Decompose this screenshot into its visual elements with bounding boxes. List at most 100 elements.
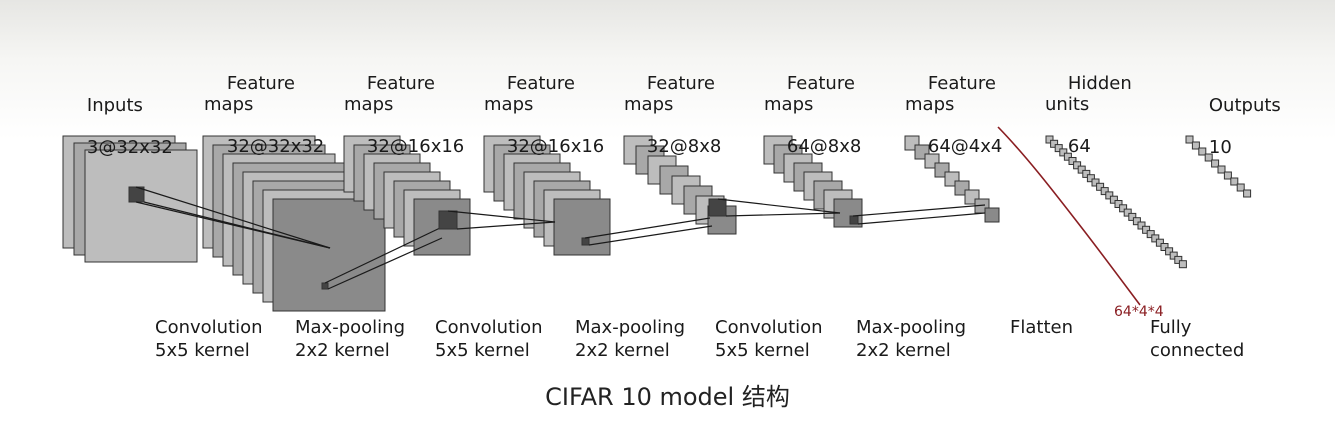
connector-line [852, 204, 986, 217]
connector-line [327, 237, 443, 290]
connector-line [135, 186, 331, 249]
hidden-unit [1146, 230, 1155, 239]
op-label-conv1: Convolution 5x5 kernel [155, 317, 263, 361]
kernel-window [849, 215, 859, 225]
hidden-unit [1091, 178, 1100, 187]
op-label-pool1: Max-pooling 2x2 kernel [295, 317, 405, 361]
hidden-unit [1123, 208, 1132, 217]
output-unit [1230, 177, 1239, 186]
layer-size: 3@32x32 [86, 137, 173, 158]
hidden-unit [1142, 225, 1151, 234]
layer-title: Feature maps [624, 73, 715, 115]
output-unit [1236, 183, 1245, 192]
output-unit [1204, 153, 1213, 162]
output-unit [1191, 141, 1200, 150]
hidden-unit [1169, 251, 1178, 260]
layer-size: 32@32x32 [226, 136, 325, 157]
receptive-field-connectors [128, 186, 986, 290]
stack-hidden-units [1045, 135, 1187, 269]
hidden-unit [1155, 238, 1164, 247]
feature-map [984, 207, 1000, 223]
stack-conv1 [202, 135, 386, 312]
stack-conv2 [483, 135, 611, 256]
connector-line [135, 201, 331, 249]
hidden-unit [1178, 260, 1187, 269]
hidden-unit [1073, 161, 1082, 170]
output-unit [1223, 171, 1232, 180]
layer-title: Feature maps [484, 73, 575, 115]
layer-label-conv3-maps: Feature maps 64@8x8 [764, 52, 861, 178]
op-label-flatten: Flatten [1010, 317, 1073, 338]
feature-map [84, 149, 198, 263]
layer-label-conv1-maps: Feature maps 32@32x32 [204, 52, 324, 178]
layer-size: 64 [1067, 136, 1091, 157]
layer-size: 64@8x8 [786, 136, 862, 157]
layer-label-pool2-maps: Feature maps 32@8x8 [624, 52, 721, 178]
op-label-conv3: Convolution 5x5 kernel [715, 317, 823, 361]
output-unit [1198, 147, 1207, 156]
flatten-annotation-stroke [997, 126, 1141, 306]
hidden-unit [1128, 212, 1137, 221]
hidden-unit [1160, 243, 1169, 251]
op-label-conv2: Convolution 5x5 kernel [435, 317, 543, 361]
layer-title: Feature maps [344, 73, 435, 115]
output-unit [1211, 159, 1220, 168]
op-label-pool2: Max-pooling 2x2 kernel [575, 317, 685, 361]
kernel-window [321, 282, 329, 290]
output-unit [1185, 135, 1194, 144]
kernel-window [581, 237, 590, 246]
layer-label-outputs: Outputs 10 [1186, 74, 1281, 179]
stack-pool3 [904, 135, 1000, 223]
layer-size: 32@16x16 [506, 136, 605, 157]
hidden-unit [1082, 169, 1091, 178]
connector-line [456, 221, 556, 230]
kernel-window [708, 198, 727, 217]
hidden-unit [1114, 200, 1123, 208]
hidden-unit [1132, 217, 1141, 226]
layer-title: Feature maps [764, 73, 855, 115]
hidden-unit [1050, 139, 1059, 148]
hidden-unit [1045, 135, 1054, 144]
hidden-unit [1151, 234, 1160, 243]
layer-size: 32@8x8 [646, 136, 722, 157]
op-label-pool3: Max-pooling 2x2 kernel [856, 317, 966, 361]
layer-size: 64@4x4 [927, 136, 1003, 157]
layer-label-pool1-maps: Feature maps 32@16x16 [344, 52, 464, 178]
output-unit [1243, 189, 1252, 198]
layer-title: Feature maps [905, 73, 996, 115]
hidden-unit [1100, 187, 1109, 196]
flatten-size-annotation: 64*4*4 [1114, 304, 1164, 320]
hidden-unit [1054, 144, 1063, 153]
connector-line [717, 198, 841, 214]
hidden-unit [1105, 191, 1114, 200]
output-unit [1217, 165, 1226, 174]
layer-title: Inputs [86, 95, 143, 116]
layer-title: Outputs [1208, 95, 1281, 116]
connector-line [857, 212, 986, 225]
figure-caption: CIFAR 10 model 结构 [545, 383, 790, 411]
hidden-unit [1086, 174, 1095, 183]
feature-map [553, 198, 611, 256]
hidden-unit [1174, 255, 1183, 264]
layer-title: Feature maps [204, 73, 295, 115]
hidden-unit [1077, 165, 1086, 174]
connector-line [324, 227, 441, 284]
layer-label-conv2-maps: Feature maps 32@16x16 [484, 52, 604, 178]
layer-label-hidden-units: Hidden units 64 [1045, 52, 1132, 178]
hidden-unit [1063, 152, 1072, 161]
feature-map [272, 198, 386, 312]
layer-label-pool3-maps: Feature maps 64@4x4 [905, 52, 1002, 178]
hidden-unit [1137, 221, 1146, 230]
layer-label-inputs: Inputs 3@32x32 [64, 74, 173, 179]
layer-size: 32@16x16 [366, 136, 465, 157]
hidden-unit [1109, 195, 1118, 204]
hidden-unit [1059, 148, 1068, 157]
connector-line [447, 210, 556, 223]
connector-line [584, 217, 711, 239]
stack-conv3 [763, 135, 863, 228]
connector-line [725, 212, 841, 217]
stack-outputs [1185, 135, 1252, 198]
layer-title: Hidden units [1045, 73, 1132, 115]
